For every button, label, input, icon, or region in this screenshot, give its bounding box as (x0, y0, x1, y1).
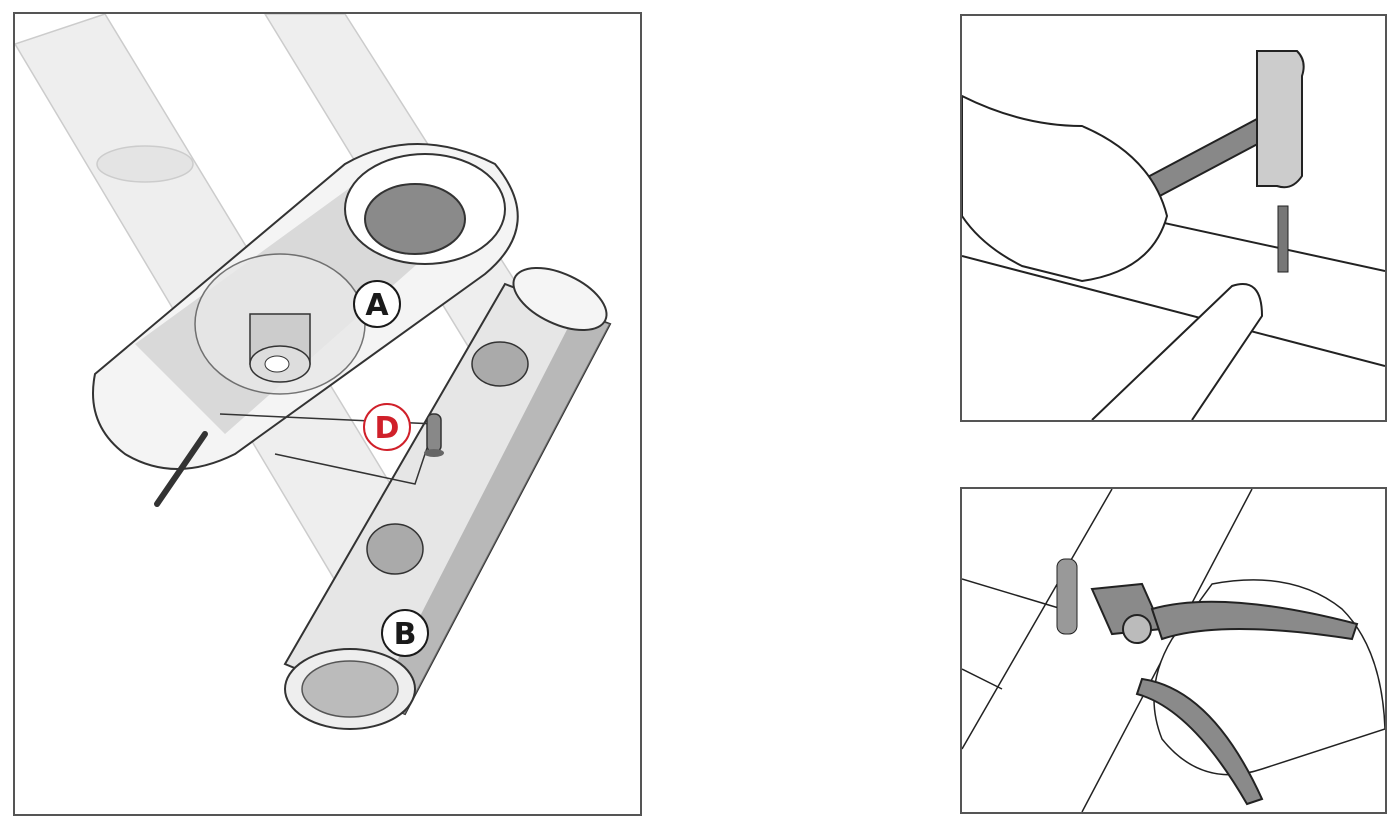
tube-connector-illustration: A D B (15, 14, 612, 730)
pin-part-d (424, 413, 444, 457)
pin-icon (1056, 558, 1078, 635)
hammer-step-panel (960, 14, 1387, 422)
label-d-text: D (375, 411, 400, 446)
bracket-part-a (92, 143, 519, 507)
pin-icon (1277, 205, 1289, 273)
tube-part-b (219, 267, 612, 730)
label-d: D (363, 403, 411, 451)
label-a-text: A (365, 288, 389, 323)
hand-icon (962, 94, 1169, 283)
hammer-pin-illustration (962, 50, 1385, 420)
assembly-diagram-panel: A D B (13, 12, 642, 816)
pliers-step-panel (960, 487, 1387, 814)
pliers-cut-illustration (962, 489, 1385, 812)
label-a: A (353, 280, 401, 328)
pliers-icon (1090, 582, 1359, 806)
label-b: B (381, 609, 429, 657)
label-b-text: B (394, 617, 417, 652)
